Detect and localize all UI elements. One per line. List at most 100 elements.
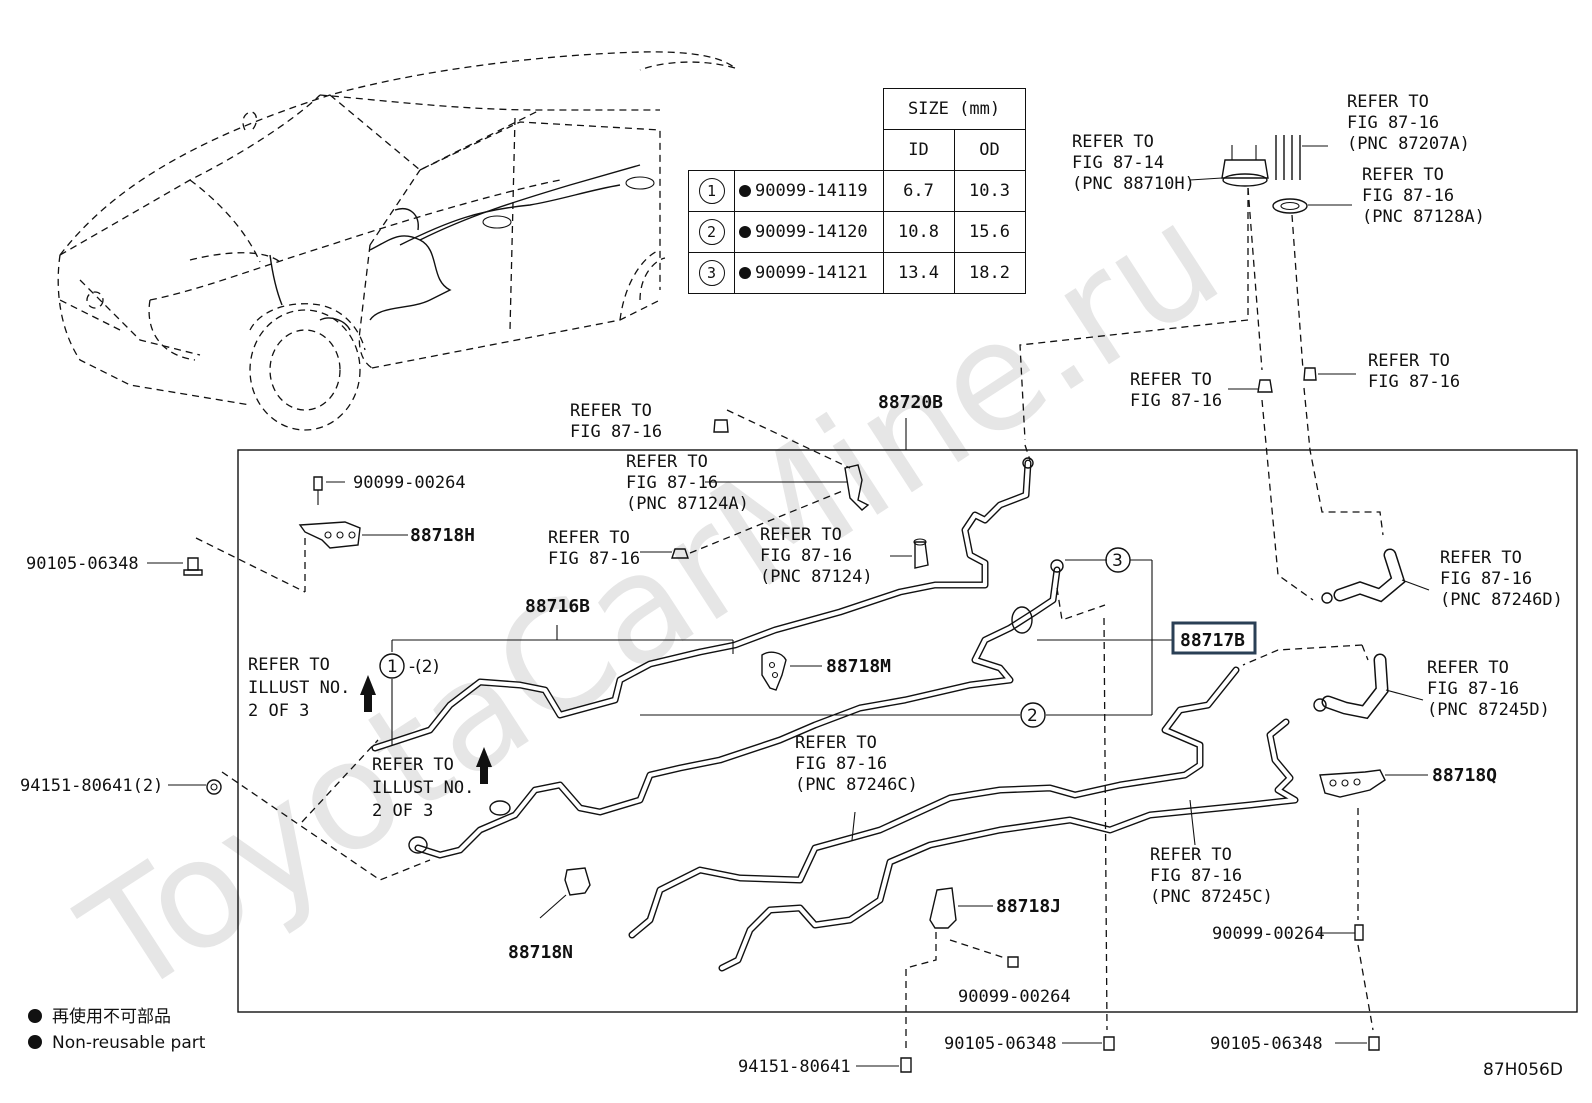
ref-87124-l1: REFER TO bbox=[760, 525, 842, 545]
part-88718Q[interactable]: 88718Q bbox=[1432, 765, 1497, 786]
highlight-box-88717B bbox=[1171, 621, 1257, 655]
ref-87128A-l1: REFER TO bbox=[1362, 165, 1444, 185]
ref-87246C-l1: REFER TO bbox=[795, 733, 877, 753]
ref-87245C-l1: REFER TO bbox=[1150, 845, 1232, 865]
row-part[interactable]: 90099-14121 bbox=[755, 263, 868, 283]
ref-87207A-l3: (PNC 87207A) bbox=[1347, 134, 1470, 154]
illust-a-l1: REFER TO bbox=[248, 655, 330, 675]
part-88716B[interactable]: 88716B bbox=[525, 596, 590, 617]
illust-b-l2: ILLUST NO. bbox=[372, 778, 474, 798]
ref-b-l1: REFER TO bbox=[1368, 351, 1450, 371]
illust-a-l3: 2 OF 3 bbox=[248, 701, 309, 721]
row-od: 15.6 bbox=[953, 211, 1026, 253]
part-88717B[interactable]: 88717B bbox=[1180, 630, 1245, 651]
ref-87124A-l3: (PNC 87124A) bbox=[626, 494, 749, 514]
ref-88710H-l1: REFER TO bbox=[1072, 132, 1154, 152]
table-row: 3 90099-14121 13.4 18.2 bbox=[688, 252, 1026, 294]
callout-1-suffix: -(2) bbox=[409, 657, 439, 677]
part-94151-80641-2: 94151-80641(2) bbox=[20, 776, 163, 796]
part-90099-00264-c: 90099-00264 bbox=[958, 987, 1071, 1007]
ref-d-l1: REFER TO bbox=[548, 528, 630, 548]
illust-b-l3: 2 OF 3 bbox=[372, 801, 433, 821]
ref-87207A-l2: FIG 87-16 bbox=[1347, 113, 1439, 133]
assembly-box bbox=[237, 449, 1578, 1013]
ref-a-l2: FIG 87-16 bbox=[1130, 391, 1222, 411]
callout-3: 3 bbox=[1112, 551, 1123, 571]
ref-87245C-l3: (PNC 87245C) bbox=[1150, 887, 1273, 907]
legend-jp: 再使用不可部品 bbox=[52, 1006, 171, 1027]
legend-dot-en bbox=[28, 1035, 42, 1049]
table-row: 2 90099-14120 10.8 15.6 bbox=[688, 211, 1026, 253]
part-90105-06348-a: 90105-06348 bbox=[26, 554, 139, 574]
row-od: 10.3 bbox=[953, 170, 1026, 212]
figure-code: 87H056D bbox=[1483, 1060, 1563, 1080]
callout-1-circle bbox=[379, 653, 405, 679]
row-od: 18.2 bbox=[953, 252, 1026, 294]
table-row: 1 90099-14119 6.7 10.3 bbox=[688, 170, 1026, 212]
ref-87246C-l2: FIG 87-16 bbox=[795, 754, 887, 774]
row-part[interactable]: 90099-14120 bbox=[755, 222, 868, 242]
small-parts bbox=[183, 419, 1386, 1073]
ref-87124A-l2: FIG 87-16 bbox=[626, 473, 718, 493]
part-88720B: 88720B bbox=[878, 392, 943, 413]
legend-en: Non-reusable part bbox=[52, 1033, 206, 1053]
part-90105-06348-c: 90105-06348 bbox=[1210, 1034, 1323, 1054]
ref-87207A-l1: REFER TO bbox=[1347, 92, 1429, 112]
part-90105-06348-b: 90105-06348 bbox=[944, 1034, 1057, 1054]
ref-87246D-l3: (PNC 87246D) bbox=[1440, 590, 1563, 610]
callout-2: 2 bbox=[1027, 706, 1038, 726]
watermark: ToyotaCarMine.ru bbox=[54, 171, 1249, 1031]
row-num: 3 bbox=[698, 260, 725, 286]
ref-87246C-l3: (PNC 87246C) bbox=[795, 775, 918, 795]
row-num: 1 bbox=[698, 178, 725, 204]
upper-right-components bbox=[1019, 135, 1384, 601]
part-88718N[interactable]: 88718N bbox=[508, 942, 573, 963]
dashed-leaders bbox=[195, 409, 1374, 1050]
illust-b-l1: REFER TO bbox=[372, 755, 454, 775]
non-reusable-dot-icon bbox=[739, 185, 751, 197]
ref-87245D-l3: (PNC 87245D) bbox=[1427, 700, 1550, 720]
part-90099-00264-b: 90099-00264 bbox=[1212, 924, 1325, 944]
ref-c-l2: FIG 87-16 bbox=[570, 422, 662, 442]
ref-a-l1: REFER TO bbox=[1130, 370, 1212, 390]
callout-3-circle bbox=[1105, 547, 1131, 573]
ref-88710H-l2: FIG 87-14 bbox=[1072, 153, 1164, 173]
legend-dot-jp bbox=[28, 1009, 42, 1023]
row-id: 13.4 bbox=[882, 252, 955, 294]
part-88718H[interactable]: 88718H bbox=[410, 525, 475, 546]
tubes bbox=[371, 457, 1406, 972]
ref-87246D-l1: REFER TO bbox=[1440, 548, 1522, 568]
col-od: OD bbox=[953, 129, 1026, 171]
ref-87245C-l2: FIG 87-16 bbox=[1150, 866, 1242, 886]
ref-88710H-l3: (PNC 88710H) bbox=[1072, 174, 1195, 194]
ref-87245D-l2: FIG 87-16 bbox=[1427, 679, 1519, 699]
ref-c-l1: REFER TO bbox=[570, 401, 652, 421]
ref-87128A-l3: (PNC 87128A) bbox=[1362, 207, 1485, 227]
refer-labels: REFER TO FIG 87-14 (PNC 88710H) REFER TO… bbox=[548, 92, 1563, 907]
hose-size-table: SIZE (mm) ID OD 1 90099-14119 6.7 10.3 2… bbox=[688, 88, 1026, 294]
ref-87245D-l1: REFER TO bbox=[1427, 658, 1509, 678]
col-id: ID bbox=[882, 129, 955, 171]
part-88718M[interactable]: 88718M bbox=[826, 656, 891, 677]
row-id: 6.7 bbox=[882, 170, 955, 212]
callout-1: 1 bbox=[387, 657, 398, 677]
ref-87246D-l2: FIG 87-16 bbox=[1440, 569, 1532, 589]
part-90099-00264-a: 90099-00264 bbox=[353, 473, 466, 493]
part-94151-80641: 94151-80641 bbox=[738, 1057, 851, 1077]
illust-a-l2: ILLUST NO. bbox=[248, 678, 350, 698]
ref-87124-l2: FIG 87-16 bbox=[760, 546, 852, 566]
ref-b-l2: FIG 87-16 bbox=[1368, 372, 1460, 392]
ref-87128A-l2: FIG 87-16 bbox=[1362, 186, 1454, 206]
row-part[interactable]: 90099-14119 bbox=[755, 181, 868, 201]
non-reusable-dot-icon bbox=[739, 267, 751, 279]
illust-labels: REFER TO ILLUST NO. 2 OF 3 REFER TO ILLU… bbox=[248, 655, 474, 821]
row-id: 10.8 bbox=[882, 211, 955, 253]
row-num: 2 bbox=[698, 219, 725, 245]
part-88718J[interactable]: 88718J bbox=[996, 896, 1061, 917]
callout-2-circle bbox=[1020, 702, 1046, 728]
non-reusable-dot-icon bbox=[739, 226, 751, 238]
size-header: SIZE (mm) bbox=[882, 88, 1026, 130]
solid-leaders bbox=[147, 145, 1430, 1067]
